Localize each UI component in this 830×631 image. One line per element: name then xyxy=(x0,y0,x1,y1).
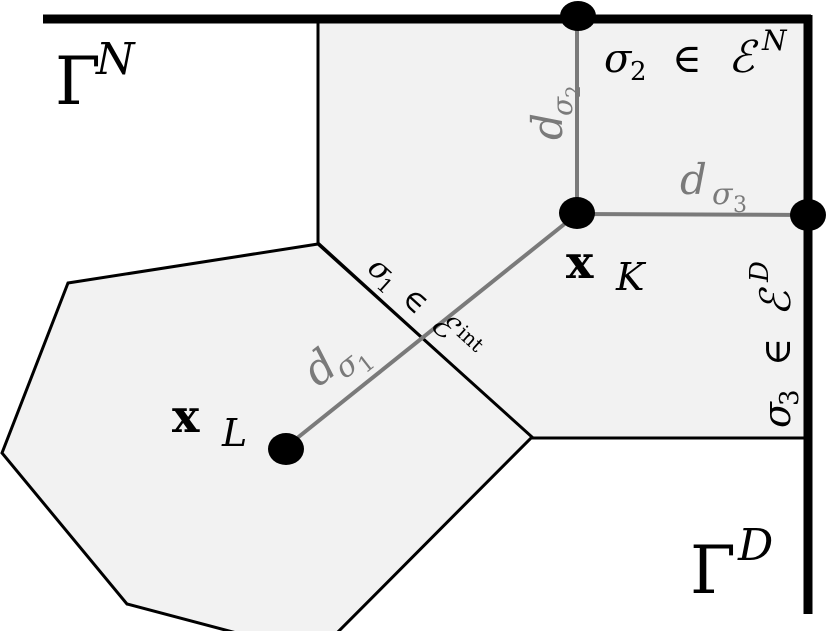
sigma3-set-sup: D xyxy=(745,261,775,283)
d3-sub-base: σ xyxy=(712,177,734,212)
sigma2-base: σ xyxy=(604,36,633,82)
node-xl xyxy=(268,433,304,465)
gamma-n-symbol: Γ xyxy=(55,43,101,120)
d3-sub-index: 3 xyxy=(733,193,747,218)
sigma3-rel: ∈ xyxy=(755,338,799,366)
d2-sub-index: 2 xyxy=(561,85,585,98)
xl-base: x xyxy=(172,389,200,443)
label-gamma-d: Γ D xyxy=(690,520,773,609)
d3-base: d xyxy=(680,155,707,204)
distance-line-d1 xyxy=(284,212,579,449)
label-gamma-n: Γ N xyxy=(55,34,136,120)
gamma-n-superscript: N xyxy=(95,34,136,85)
node-sigma3-midpoint xyxy=(790,199,826,231)
label-xl: x L xyxy=(172,389,247,455)
sigma3-base: σ xyxy=(755,401,799,428)
distance-line-d3 xyxy=(576,212,809,217)
label-d-sigma3: d σ 3 xyxy=(680,155,747,218)
gamma-d-symbol: Γ xyxy=(690,532,736,609)
label-xk: x K xyxy=(566,235,647,299)
d2-sub-base: σ xyxy=(546,96,579,116)
label-d-sigma2: d σ 2 xyxy=(523,85,585,140)
label-sigma3: σ 3 ∈ ℰ D xyxy=(745,261,805,428)
xk-base: x xyxy=(566,235,594,289)
gamma-d-superscript: D xyxy=(737,520,773,571)
node-sigma2-midpoint xyxy=(560,1,596,31)
sigma2-rel: ∈ xyxy=(672,36,702,82)
sigma2-set: ℰ xyxy=(728,32,759,83)
node-xk xyxy=(559,197,595,229)
sigma2-set-sup: N xyxy=(761,24,788,57)
sigma3-set: ℰ xyxy=(751,286,800,316)
sigma3-sub: 3 xyxy=(775,389,805,406)
label-sigma2: σ 2 ∈ ℰ N xyxy=(604,24,788,87)
sigma2-sub: 2 xyxy=(630,57,647,87)
xl-subscript: L xyxy=(221,411,247,455)
xk-subscript: K xyxy=(615,255,647,299)
d2-base: d xyxy=(523,113,572,140)
